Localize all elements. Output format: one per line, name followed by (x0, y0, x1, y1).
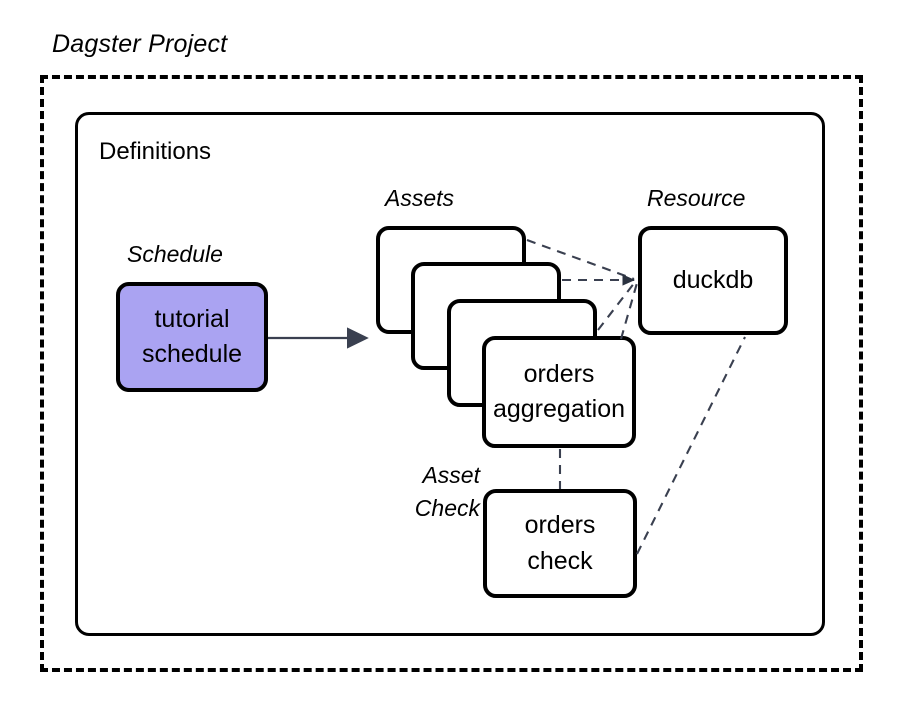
asset-check-group-label-line2: Check (414, 494, 480, 521)
node-orders-check-line1: orders (524, 511, 596, 539)
node-tutorial-schedule-line2: schedule (141, 340, 243, 368)
node-orders-aggregation-line2: aggregation (492, 395, 626, 423)
resource-group-label: Resource (647, 185, 746, 211)
node-orders-check[interactable]: orders check (483, 489, 637, 598)
node-orders-aggregation-line1: orders (523, 359, 595, 388)
assets-group-label: Assets (385, 185, 455, 211)
schedule-group-label: Schedule (127, 241, 223, 267)
node-orders-check-line2: check (527, 546, 593, 575)
node-tutorial-schedule-line1: tutorial (154, 304, 230, 333)
node-duckdb[interactable]: duckdb (638, 226, 788, 335)
definitions-label: Definitions (99, 138, 212, 165)
asset-check-group-label-line1: Asset (422, 462, 480, 488)
page-title: Dagster Project (52, 30, 228, 58)
node-duckdb-label: duckdb (672, 265, 754, 294)
node-orders-aggregation[interactable]: orders aggregation (482, 336, 636, 448)
project-boundary (40, 75, 863, 672)
node-tutorial-schedule[interactable]: tutorial schedule (116, 282, 268, 392)
